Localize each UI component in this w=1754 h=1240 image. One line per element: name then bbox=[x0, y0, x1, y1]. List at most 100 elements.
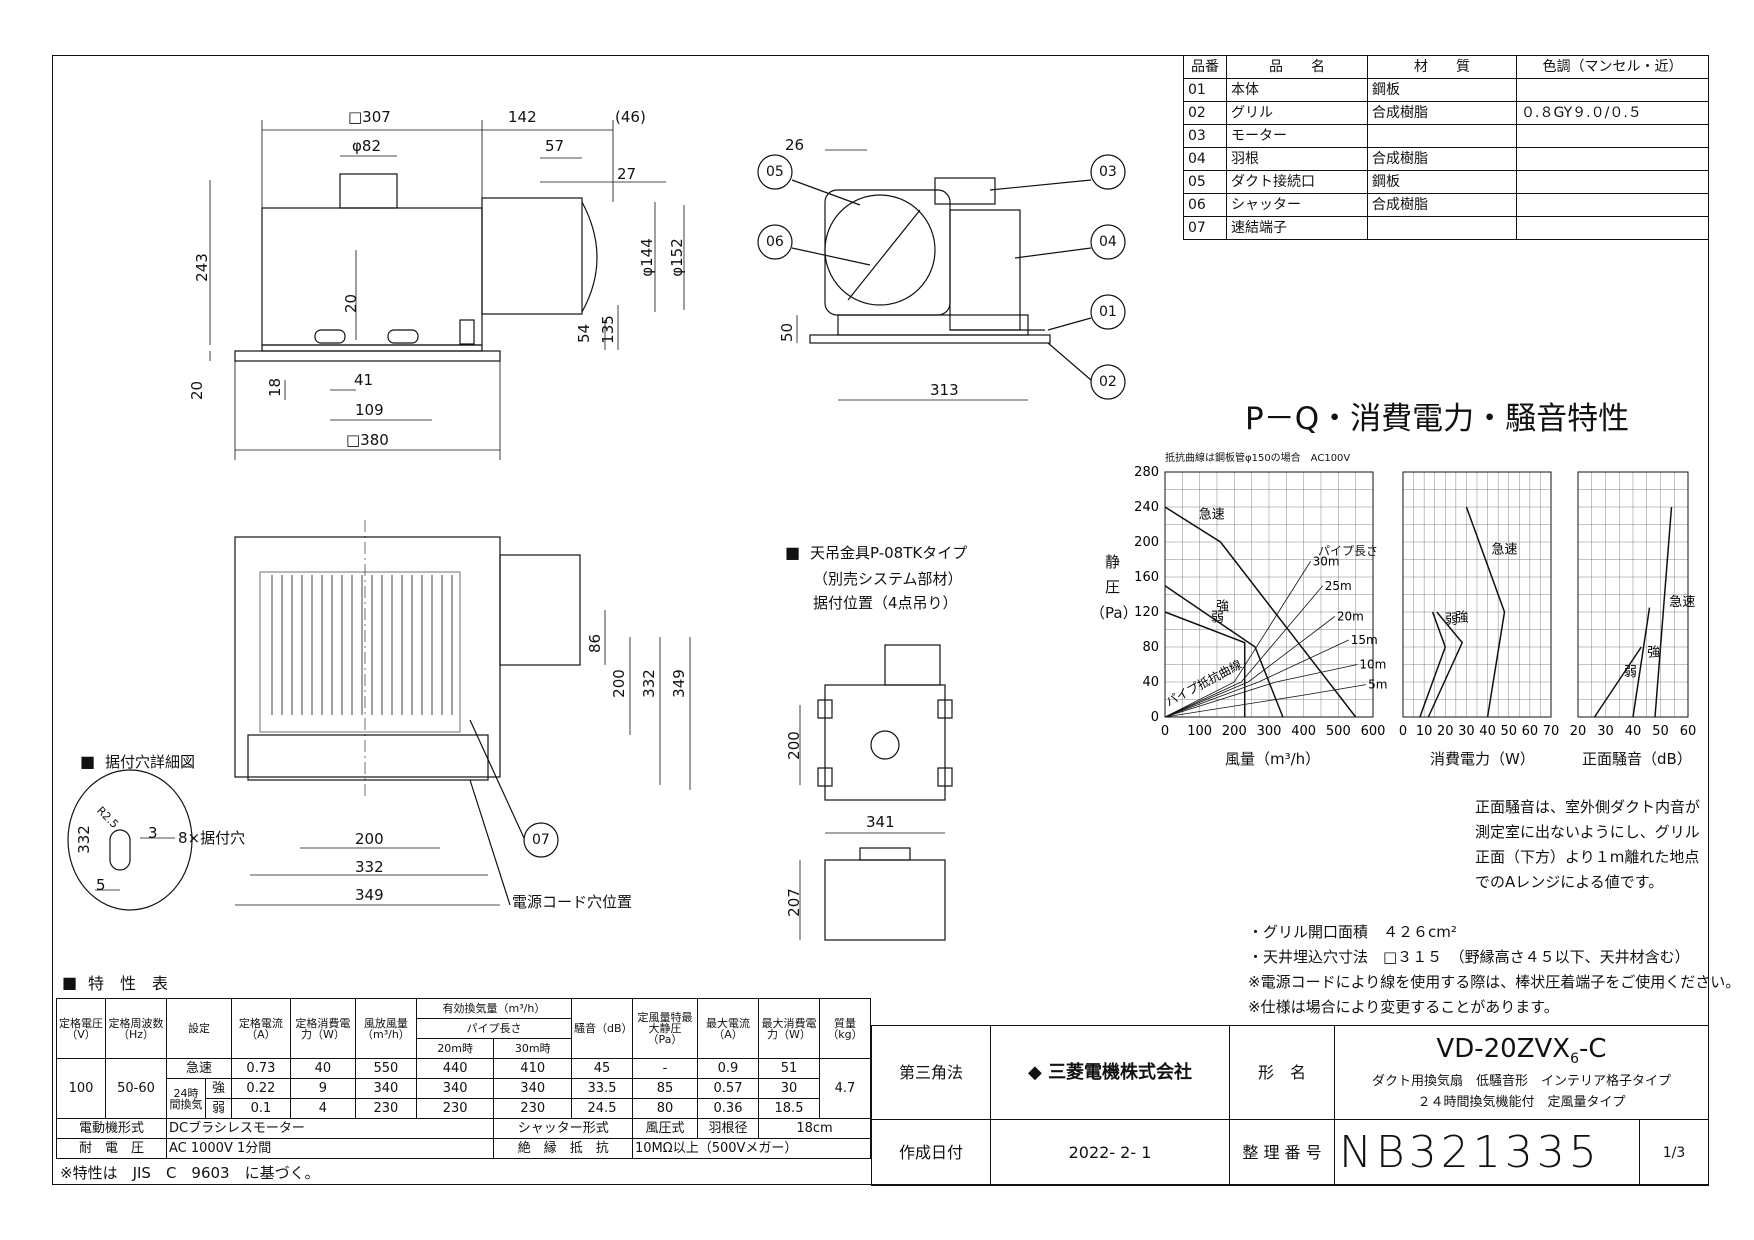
y-label-2: 圧 bbox=[1105, 578, 1121, 596]
header-name: 品 名 bbox=[1226, 55, 1368, 79]
dim-349-horizontal: 349 bbox=[355, 886, 384, 904]
spec-freq: 50-60 bbox=[105, 1058, 167, 1119]
y-label-1: 静 bbox=[1105, 553, 1121, 571]
flow: 230 bbox=[354, 1098, 417, 1119]
dim-200-vertical: 200 bbox=[609, 669, 628, 698]
shutter-value: 風圧式 bbox=[632, 1118, 698, 1139]
flow: 340 bbox=[354, 1078, 417, 1099]
part-no: 01 bbox=[1183, 78, 1227, 102]
dim-phi144: φ144 bbox=[637, 238, 656, 277]
model-sub: 6 bbox=[1570, 1051, 1580, 1068]
noise-note-2: 測定室に出ないようにし、グリル bbox=[1475, 823, 1700, 841]
hole-dim-3: 3 bbox=[148, 824, 158, 842]
flow-20m: 440 bbox=[415, 1058, 495, 1079]
page-number: 1/3 bbox=[1639, 1119, 1709, 1186]
static: 85 bbox=[632, 1078, 698, 1099]
cord-hole-label: 電源コード穴位置 bbox=[512, 893, 633, 911]
model-cell: VD-20ZVX6-C ダクト用換気扇 低騒音形 インテリア格子タイプ ２４時間… bbox=[1334, 1025, 1709, 1120]
h-flow: 風放風量（m³/h） bbox=[354, 998, 417, 1059]
noise: 33.5 bbox=[571, 1078, 633, 1099]
title-block: 第三角法 ◆ 三菱電機株式会社 形 名 VD-20ZVX6-C ダクト用換気扇 … bbox=[871, 1025, 1709, 1186]
part-color bbox=[1516, 78, 1709, 102]
x-label-3: 正面騒音（dB） bbox=[1582, 750, 1692, 768]
hanger-title: 天吊金具P-08TKタイプ bbox=[810, 544, 968, 562]
power: 4 bbox=[289, 1098, 356, 1119]
dim-200-horizontal: 200 bbox=[355, 830, 384, 848]
spec-row-rapid: 100 50-60 急速 0.73 40 550 440 410 45 - 0.… bbox=[56, 1058, 871, 1119]
dim-332-vertical: 332 bbox=[639, 669, 658, 698]
x-label-1: 風量（m³/h） bbox=[1225, 750, 1321, 768]
dim-54: 54 bbox=[575, 323, 594, 344]
max-power: 30 bbox=[758, 1078, 820, 1099]
note-ceiling-opening: ・天井埋込穴寸法 □３１５ （野縁高さ４５以下、天井材含む） bbox=[1248, 948, 1690, 966]
flow: 550 bbox=[354, 1058, 417, 1079]
noise-note-4: でのAレンジによる値です。 bbox=[1475, 873, 1664, 891]
max-power: 51 bbox=[758, 1058, 820, 1079]
dim-26: 26 bbox=[785, 136, 805, 154]
mode-group: 24時間換気 bbox=[166, 1078, 206, 1119]
h-mass: 質量（kg） bbox=[819, 998, 871, 1059]
noise: 45 bbox=[571, 1058, 633, 1079]
power: 9 bbox=[289, 1078, 356, 1099]
part-color bbox=[1516, 124, 1709, 148]
dim-phi152: φ152 bbox=[667, 238, 686, 277]
part-material: 合成樹脂 bbox=[1367, 101, 1517, 125]
motor-label: 電動機形式 bbox=[56, 1118, 167, 1139]
mitsubishi-logo-icon: ◆ bbox=[1027, 1061, 1042, 1083]
spec-title: 特 性 表 bbox=[88, 974, 169, 993]
dim-w307: □307 bbox=[348, 108, 391, 126]
dim-20a: 20 bbox=[342, 293, 361, 314]
setting: 強 bbox=[205, 1078, 232, 1099]
hole-detail-marker: ■ bbox=[80, 752, 96, 771]
h-current: 定格電流（A） bbox=[230, 998, 291, 1059]
callout-03: 03 bbox=[1099, 164, 1117, 180]
dim-332-horizontal: 332 bbox=[355, 858, 384, 876]
part-no: 06 bbox=[1183, 193, 1227, 217]
resistance-label: パイプ長さ bbox=[1318, 544, 1379, 558]
dim-313: 313 bbox=[930, 381, 959, 399]
part-no: 04 bbox=[1183, 147, 1227, 171]
dim-142: 142 bbox=[508, 108, 537, 126]
callout-05: 05 bbox=[766, 164, 784, 180]
h-static: 定風量特最大静圧（Pa） bbox=[632, 998, 698, 1059]
date-value: 2022- 2- 1 bbox=[990, 1119, 1230, 1186]
blade-label: 羽根径 bbox=[697, 1118, 759, 1139]
hole-dim-332: 332 bbox=[74, 825, 93, 854]
hanger-line2: （別売システム部材） bbox=[813, 570, 963, 588]
company-cell: ◆ 三菱電機株式会社 bbox=[990, 1025, 1230, 1120]
h-freq: 定格周波数（Hz） bbox=[105, 998, 167, 1059]
company-name: 三菱電機株式会社 bbox=[1048, 1061, 1193, 1083]
part-no: 03 bbox=[1183, 124, 1227, 148]
part-name: 本体 bbox=[1226, 78, 1368, 102]
hanger-dim-200: 200 bbox=[784, 731, 803, 760]
spec-row-insulation: 耐 電 圧 AC 1000V 1分間 絶 縁 抵 抗 10MΩ以上（500Vメガ… bbox=[56, 1138, 871, 1159]
max-current: 0.36 bbox=[697, 1098, 759, 1119]
spec-row-motor: 電動機形式 DCブラシレスモーター シャッター形式 風圧式 羽根径 18cm bbox=[56, 1118, 871, 1139]
description-1: ダクト用換気扇 低騒音形 インテリア格子タイプ bbox=[1371, 1073, 1671, 1089]
max-current: 0.9 bbox=[697, 1058, 759, 1079]
h-voltage: 定格電圧（V） bbox=[56, 998, 106, 1059]
spec-marker: ■ bbox=[62, 973, 78, 992]
insulation-value: 10MΩ以上（500Vメガー） bbox=[632, 1138, 871, 1159]
header-color: 色調（マンセル・近） bbox=[1516, 55, 1709, 79]
x-label-2: 消費電力（W） bbox=[1430, 750, 1535, 768]
part-material bbox=[1367, 216, 1517, 240]
motor-value: DCブラシレスモーター bbox=[165, 1118, 495, 1139]
part-name: 速結端子 bbox=[1226, 216, 1368, 240]
callout-04: 04 bbox=[1099, 234, 1117, 250]
dim-243: 243 bbox=[192, 253, 211, 282]
dim-86: 86 bbox=[586, 633, 605, 654]
part-material: 鋼板 bbox=[1367, 78, 1517, 102]
spec-row-strong: 24時間換気 強 0.22 9 340 340 340 33.5 85 0.57… bbox=[57, 1078, 871, 1119]
part-name: シャッター bbox=[1226, 193, 1368, 217]
noise-note-3: 正面（下方）より１m離れた地点 bbox=[1475, 848, 1700, 866]
hanger-line3: 据付位置（4点吊り） bbox=[813, 594, 958, 612]
dim-41: 41 bbox=[354, 371, 374, 389]
note-cord: ※電源コードにより線を使用する際は、棒状圧着端子をご使用ください。 bbox=[1248, 973, 1741, 991]
h-maxpow: 最大消費電力（W） bbox=[758, 998, 820, 1059]
spec-mass: 4.7 bbox=[819, 1058, 871, 1119]
model-number: VD-20ZVX bbox=[1436, 1034, 1571, 1065]
description-2: ２４時間換気機能付 定風量タイプ bbox=[1417, 1094, 1626, 1110]
